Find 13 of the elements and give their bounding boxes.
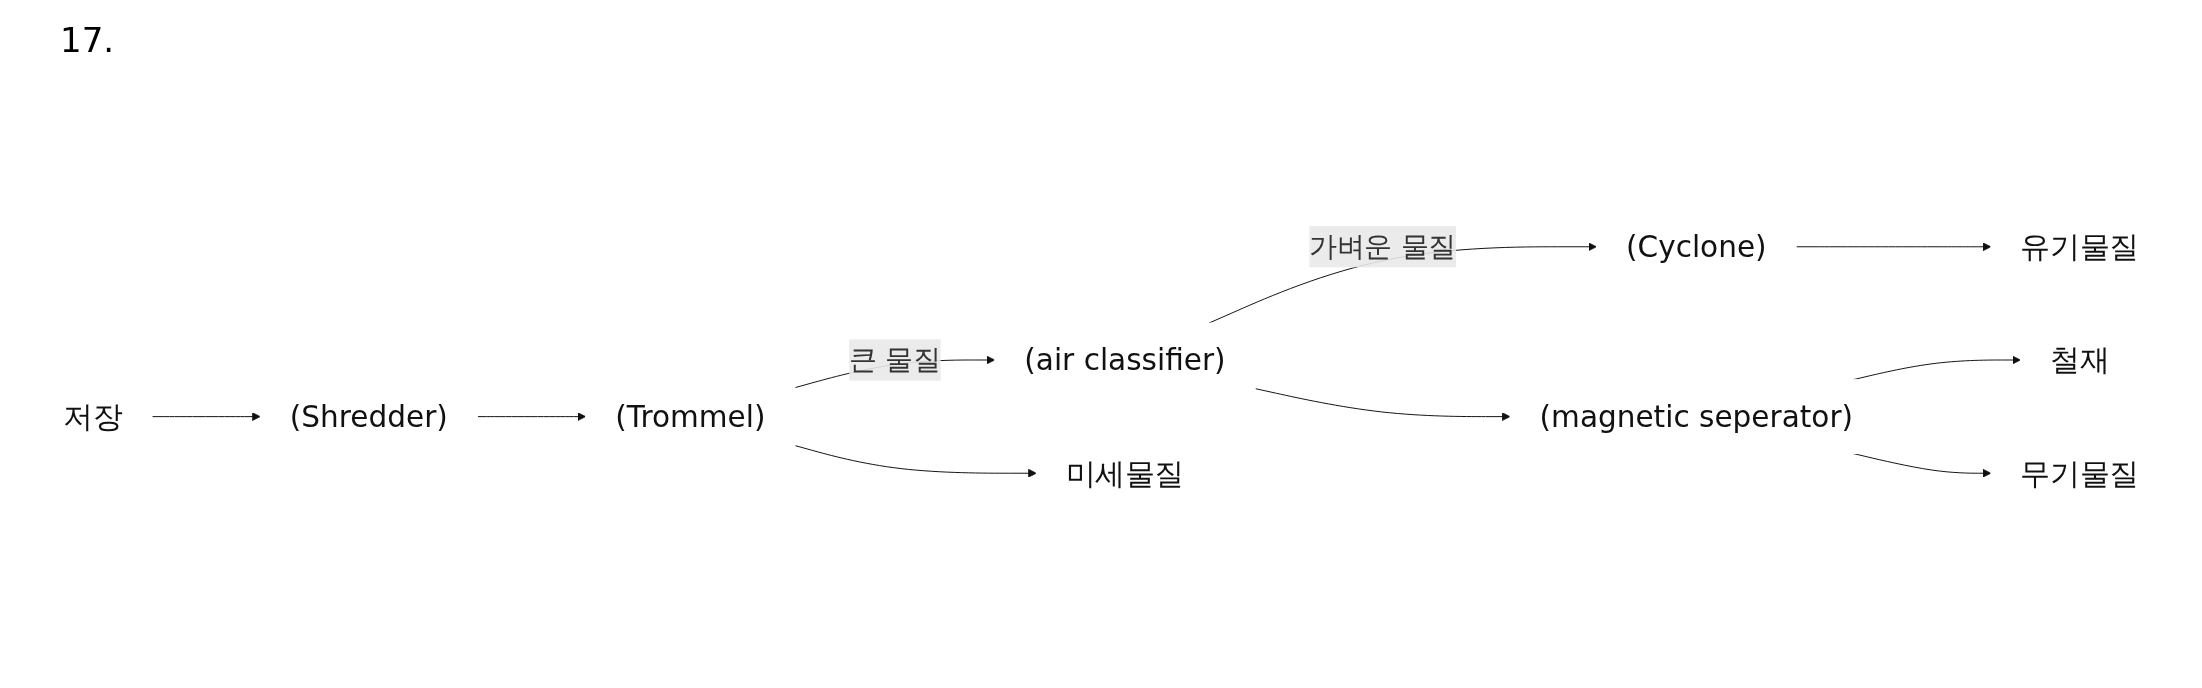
- node-text: (Trommel): [615, 399, 766, 434]
- node-text: 철재: [2049, 342, 2110, 378]
- node-text: 무기물질: [2020, 455, 2139, 491]
- node-text: 미세물질: [1065, 455, 1185, 491]
- node-text: (air classifier): [1024, 342, 1226, 378]
- node-text: 유기물질: [2020, 229, 2139, 265]
- edge-label: 큰 물질: [849, 343, 941, 376]
- node-text: (Shredder): [289, 399, 448, 434]
- node-text: (magnetic seperator): [1539, 399, 1854, 434]
- node-text: (Cyclone): [1626, 229, 1767, 265]
- problem-number: 17.: [60, 20, 115, 60]
- edge-label: 가벼운 물질: [1309, 230, 1456, 263]
- node-text: 저장: [63, 399, 123, 434]
